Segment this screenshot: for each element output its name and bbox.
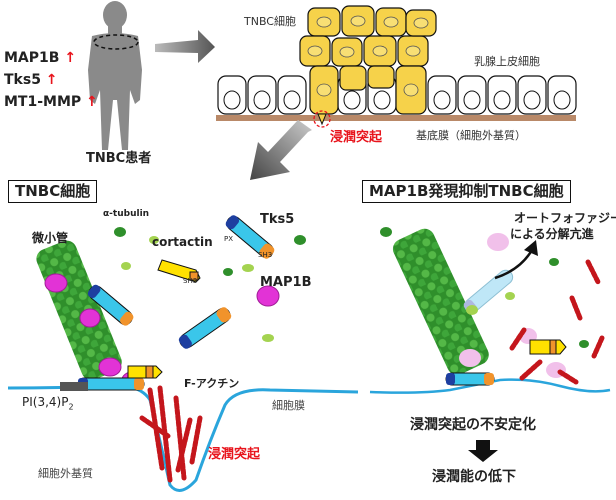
tissue-invadopodia-label: 浸潤突起 xyxy=(330,130,383,145)
left-invadopodia-label: 浸潤突起 xyxy=(208,447,261,462)
basement-membrane xyxy=(216,115,576,121)
right-f-actin xyxy=(509,259,605,385)
cortactin-molecules xyxy=(127,259,201,379)
right-tubulin-dots xyxy=(380,227,589,348)
right-arrow xyxy=(155,30,215,63)
right-faded-map1b xyxy=(459,233,566,378)
right-tks5-2 xyxy=(445,372,495,386)
tnbc-nuclei xyxy=(307,15,429,97)
cortactin-sh3-label: SH3 xyxy=(183,277,198,285)
marker-tks5: Tks5 ↑ xyxy=(4,72,58,88)
basement-membrane-label: 基底膜（細胞外基質） xyxy=(416,129,526,142)
autophagy-arrow xyxy=(494,249,534,280)
breast-region-marker xyxy=(93,34,139,50)
alpha-tubulin-label: α-tubulin xyxy=(103,209,150,219)
right-panel-title: MAP1B発現抑制TNBC細胞 xyxy=(362,180,571,203)
right-cell-membrane xyxy=(369,378,611,394)
patient-silhouette xyxy=(88,1,142,150)
right-cortactin xyxy=(529,339,567,355)
down-left-arrow xyxy=(250,120,312,180)
invadopodia-highlight xyxy=(313,110,331,128)
tks5-molecules xyxy=(77,215,275,391)
marker-mt1-mmp: MT1-MMP ↑ xyxy=(4,94,98,110)
result-down-arrow xyxy=(468,440,498,462)
tks5-px-label: PX xyxy=(224,235,234,243)
tissue-invadopodium xyxy=(317,113,327,126)
alpha-tubulin-dots xyxy=(114,227,306,342)
left-panel-title: TNBC細胞 xyxy=(8,180,98,203)
tks5-sh3-label: SH3 xyxy=(258,251,273,259)
f-actin-label: F-アクチン xyxy=(184,377,240,390)
f-actin-filaments xyxy=(139,385,203,483)
autophagy-line-2: による分解亢進 xyxy=(510,227,594,241)
patient-caption: TNBC患者 xyxy=(86,151,152,166)
tnbc-cell-label: TNBC細胞 xyxy=(244,15,296,28)
epithelial-label: 乳腺上皮細胞 xyxy=(474,55,540,68)
marker-map1b: MAP1B ↑ xyxy=(4,50,77,66)
pi34p2-label: PI(3,4)P2 xyxy=(22,395,74,412)
microtubule-label: 微小管 xyxy=(32,231,69,245)
epithelial-nuclei xyxy=(223,90,571,110)
ecm-label: 細胞外基質 xyxy=(38,467,93,480)
map1b-label: MAP1B xyxy=(260,275,312,290)
result-line-2: 浸潤能の低下 xyxy=(432,469,516,485)
cortactin-label: cortactin xyxy=(152,235,213,249)
pi34p2-patch xyxy=(60,382,88,391)
result-line-1: 浸潤突起の不安定化 xyxy=(410,417,536,433)
tks5-label: Tks5 xyxy=(260,212,295,227)
right-microtubule xyxy=(392,228,489,375)
autophagy-line-1: オートフォファジー xyxy=(514,211,616,225)
membrane-label: 細胞膜 xyxy=(272,399,305,412)
